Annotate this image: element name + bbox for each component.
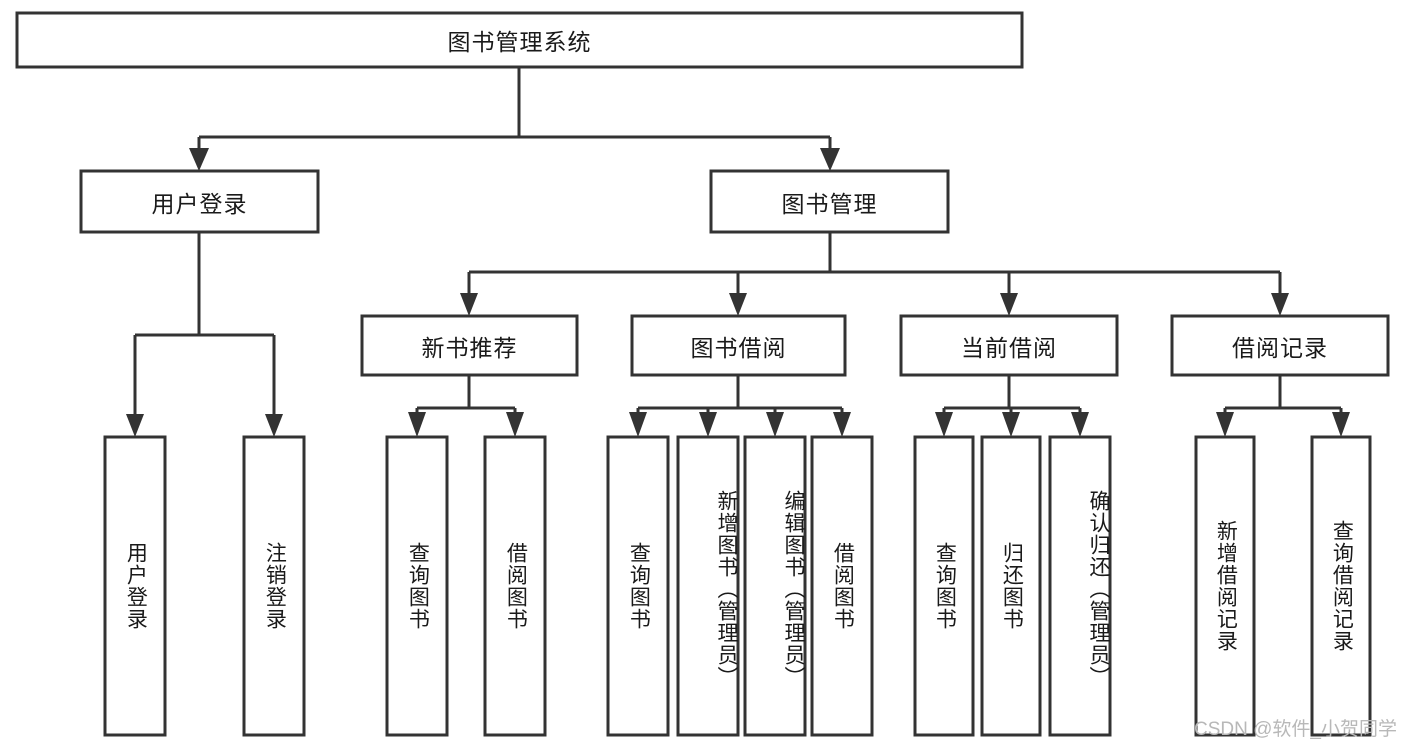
- connector-user-login-to-leaves: [126, 232, 283, 437]
- connector-book-borrow-to-leaves: [629, 375, 851, 437]
- node-box-leaf-user-logout[interactable]: [242, 435, 306, 737]
- connector-new-book-recommend-to-leaves: [408, 375, 524, 437]
- arrow-head-leaf-add-borrow-record: [1216, 412, 1234, 437]
- arrow-head-book-borrow: [729, 293, 747, 316]
- node-box-leaf-borrow-books[interactable]: [810, 435, 874, 737]
- node-box-leaf-add-book-admin[interactable]: [676, 435, 740, 737]
- arrow-head-leaf-return-books: [1002, 412, 1020, 437]
- node-box-leaf-query-borrow-record[interactable]: [1310, 435, 1372, 737]
- node-box-leaf-add-borrow-record[interactable]: [1194, 435, 1256, 737]
- arrow-head-leaf-add-book-admin: [699, 412, 717, 437]
- node-box-leaf-query-books-recommend[interactable]: [385, 435, 449, 737]
- arrow-head-leaf-borrow-books-recommend: [506, 412, 524, 437]
- node-box-leaf-user-login[interactable]: [103, 435, 167, 737]
- node-box-root[interactable]: [15, 11, 1024, 69]
- connector-borrow-records-to-leaves: [1216, 375, 1350, 437]
- node-box-leaf-query-books-current[interactable]: [913, 435, 975, 737]
- node-box-leaf-query-books-borrow[interactable]: [606, 435, 670, 737]
- arrow-head-leaf-borrow-books: [833, 412, 851, 437]
- node-box-book-management[interactable]: [709, 169, 950, 234]
- arrow-head-leaf-edit-book-admin: [766, 412, 784, 437]
- arrow-head-borrow-records: [1271, 293, 1289, 316]
- connector-book-management-to-level3: [460, 232, 1289, 316]
- arrow-head-new-book-recommend: [460, 293, 478, 316]
- arrow-head-leaf-user-logout: [265, 414, 283, 437]
- arrow-head-leaf-user-login: [126, 414, 144, 437]
- node-box-new-book-recommend[interactable]: [360, 314, 579, 377]
- node-box-borrow-records[interactable]: [1170, 314, 1390, 377]
- arrow-head-user-login: [189, 148, 209, 171]
- arrow-head-leaf-confirm-return-admin: [1071, 412, 1089, 437]
- node-box-leaf-borrow-books-recommend[interactable]: [483, 435, 547, 737]
- connector-root-to-level2: [189, 67, 840, 171]
- node-box-leaf-edit-book-admin[interactable]: [743, 435, 807, 737]
- node-box-user-login[interactable]: [79, 169, 320, 234]
- arrow-head-book-management: [820, 148, 840, 171]
- arrow-head-current-borrow: [1000, 293, 1018, 316]
- node-box-current-borrow[interactable]: [899, 314, 1119, 377]
- arrow-head-leaf-query-books-recommend: [408, 412, 426, 437]
- node-box-leaf-return-books[interactable]: [980, 435, 1042, 737]
- node-box-book-borrow[interactable]: [630, 314, 847, 377]
- arrow-head-leaf-query-borrow-record: [1332, 412, 1350, 437]
- arrow-head-leaf-query-books-current: [935, 412, 953, 437]
- arrow-head-leaf-query-books-borrow: [629, 412, 647, 437]
- connector-current-borrow-to-leaves: [935, 375, 1089, 437]
- node-box-leaf-confirm-return-admin[interactable]: [1048, 435, 1112, 737]
